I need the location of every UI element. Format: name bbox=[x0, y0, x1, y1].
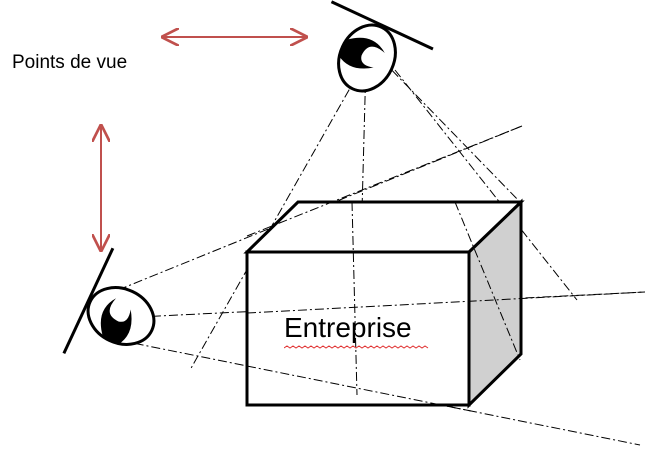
sight-lines-over-box bbox=[246, 125, 645, 412]
viewpoints-label: Points de vue bbox=[12, 52, 128, 73]
sight-line bbox=[379, 57, 521, 203]
spellcheck-underline bbox=[284, 345, 429, 349]
sight-line bbox=[117, 339, 641, 446]
eye-icon bbox=[62, 247, 156, 354]
company-box bbox=[243, 198, 525, 409]
box-front-face bbox=[245, 250, 471, 407]
sight-line bbox=[394, 69, 578, 301]
company-label: Entreprise bbox=[284, 312, 412, 343]
sight-line bbox=[189, 59, 367, 371]
eye-icon bbox=[330, 0, 434, 93]
